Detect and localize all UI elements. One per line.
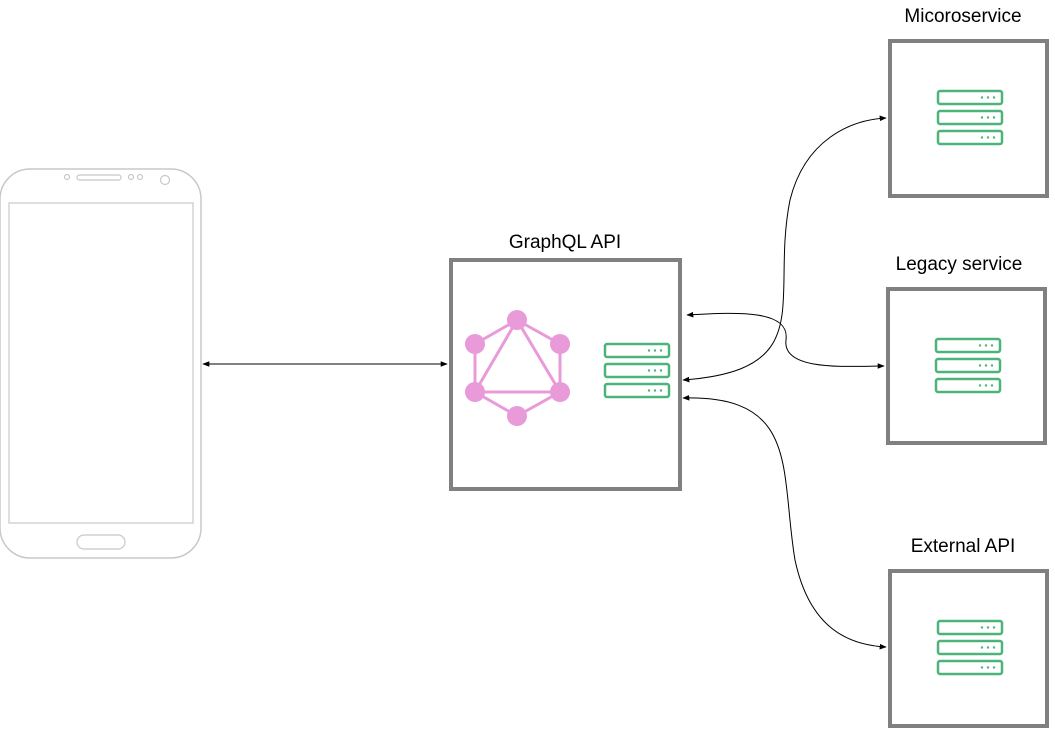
phone-sensor [127, 173, 135, 181]
legacy-service-box[interactable] [886, 287, 1047, 445]
graphql-api-label: GraphQL API [508, 232, 622, 253]
microservice-box[interactable] [888, 39, 1049, 198]
server-rack-icon [936, 339, 1000, 392]
server-rack-icon [938, 91, 1002, 144]
legacy-service-label: Legacy service [895, 254, 1023, 275]
smartphone-icon [0, 168, 202, 559]
phone-screen [8, 202, 194, 524]
phone-home-button [76, 534, 126, 550]
phone-front-camera [159, 174, 171, 186]
phone-sensor-2 [136, 173, 144, 181]
external-api-box[interactable] [888, 569, 1049, 728]
edge-graphql-external [682, 395, 887, 650]
phone-camera [63, 173, 71, 181]
microservice-label: Micoroservice [904, 6, 1022, 27]
edge-graphql-legacy [686, 311, 885, 369]
server-rack-icon [938, 621, 1002, 674]
external-api-label: External API [910, 536, 1016, 557]
edge-graphql-microservice [682, 115, 887, 383]
phone-speaker [76, 174, 122, 181]
graphql-logo-icon [465, 310, 570, 426]
server-rack-icon [605, 344, 669, 397]
graphql-api-box[interactable] [449, 258, 682, 491]
phone-body [0, 168, 202, 559]
